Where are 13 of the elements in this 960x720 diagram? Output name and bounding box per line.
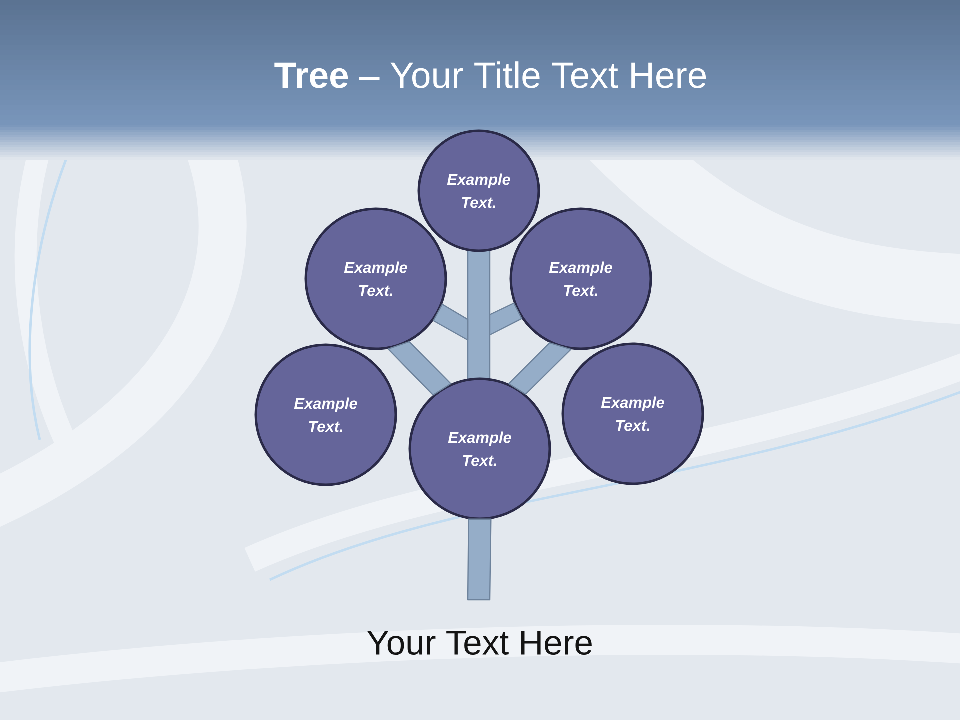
tree-stem [467, 518, 492, 601]
title: Tree – Your Title Text Here [274, 62, 706, 88]
caption-text: Your Text Here [367, 630, 592, 656]
circle-node: Example Text. [418, 130, 540, 252]
circle-node: Example Text. [510, 208, 652, 350]
tree-branch [508, 342, 572, 396]
tree-branch [433, 304, 469, 341]
circle-node: Example Text. [562, 342, 704, 486]
tree-branch [388, 341, 452, 396]
circle-node: Example Text. [408, 378, 552, 520]
circle-node: Example Text. [254, 344, 398, 486]
tree-branch [489, 302, 523, 336]
circle-node: Example Text. [304, 208, 448, 350]
